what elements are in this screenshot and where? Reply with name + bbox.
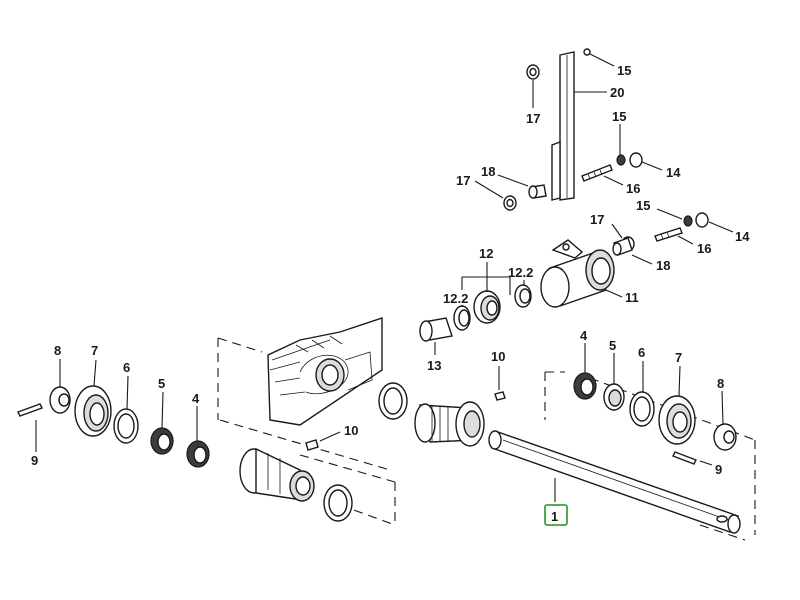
- callout-16-upper: 16: [626, 181, 640, 196]
- callout-8-right: 8: [717, 376, 724, 391]
- splined-sleeve: [414, 401, 485, 447]
- main-shaft: [488, 430, 741, 534]
- callout-10-left: 10: [344, 423, 358, 438]
- oring-upper: [378, 382, 408, 420]
- washer-15-lower: [683, 215, 693, 227]
- nut-17-top: [526, 64, 540, 80]
- callout-5-left: 5: [158, 376, 165, 391]
- arm-20: [551, 48, 591, 201]
- grease-nipple-left: [305, 439, 319, 451]
- pin-left: [17, 403, 43, 417]
- callout-15-top: 15: [617, 63, 631, 78]
- callout-20: 20: [610, 85, 624, 100]
- callout-17-right: 17: [590, 212, 604, 227]
- nut-14-lower: [695, 212, 709, 228]
- spacer-18-right: [612, 237, 633, 256]
- callout-17-left: 17: [456, 173, 470, 188]
- collar-right: [713, 423, 737, 451]
- callout-9-left: 9: [31, 453, 38, 468]
- callout-8-left: 8: [54, 343, 61, 358]
- callout-15-lower: 15: [636, 198, 650, 213]
- stud-16-lower: [654, 227, 683, 242]
- callout-18-left: 18: [481, 164, 495, 179]
- collar-left: [49, 386, 71, 414]
- seal-right-4: [573, 372, 597, 400]
- grease-nipple-right: [494, 391, 506, 401]
- callout-1-highlight-box: [544, 504, 568, 526]
- callout-5-right: 5: [609, 338, 616, 353]
- seal-left-4: [186, 440, 210, 468]
- leader-lines: [35, 53, 734, 502]
- callout-labels: 9 8 7 6 5 4 10 4 5 6 7 8 9 10 1 13 12.2 …: [31, 63, 750, 526]
- callout-14-upper: 14: [666, 165, 681, 180]
- callout-7-left: 7: [91, 343, 98, 358]
- housing-section-frame: [217, 337, 396, 526]
- callout-12-2-right: 12.2: [508, 265, 533, 280]
- callout-4-right: 4: [580, 328, 588, 343]
- callout-18-right: 18: [656, 258, 670, 273]
- stud-16-upper: [581, 164, 613, 182]
- washer-15-upper: [616, 154, 626, 166]
- callout-7-right: 7: [675, 350, 682, 365]
- callout-9-right: 9: [715, 462, 722, 477]
- callout-12-2-left: 12.2: [443, 291, 468, 306]
- pin-right: [672, 451, 697, 465]
- seal-left-5: [150, 427, 174, 455]
- washer-right-6: [629, 391, 655, 427]
- ring-12-2-left: [453, 305, 471, 331]
- bearing-left-7: [74, 385, 112, 437]
- callout-17-top: 17: [526, 111, 540, 126]
- callout-1[interactable]: 1: [551, 509, 558, 524]
- shaft-section-frame: [544, 371, 756, 541]
- callout-14-lower: 14: [735, 229, 750, 244]
- callout-16-lower: 16: [697, 241, 711, 256]
- gearbox-housing-section: [267, 317, 383, 426]
- bearing-right-7: [658, 395, 696, 445]
- oring-lower: [323, 484, 353, 522]
- nut-14-upper: [629, 152, 643, 168]
- spacer-18-left: [528, 184, 547, 199]
- callout-10-right: 10: [491, 349, 505, 364]
- washer-left-6: [113, 408, 139, 444]
- callout-11: 11: [625, 290, 639, 305]
- lower-sleeve: [239, 447, 315, 502]
- nut-17-left: [503, 195, 517, 211]
- seal-right-5: [603, 383, 625, 411]
- callout-13: 13: [427, 358, 441, 373]
- bushing-13: [419, 317, 453, 342]
- callout-4-left: 4: [192, 391, 200, 406]
- callout-6-right: 6: [638, 345, 645, 360]
- pivot-housing-11: [540, 239, 615, 308]
- ring-12-2-right: [514, 284, 532, 308]
- bearing-12: [473, 290, 501, 324]
- callout-15-middle: 15: [612, 109, 626, 124]
- callout-12: 12: [479, 246, 493, 261]
- callout-6-left: 6: [123, 360, 130, 375]
